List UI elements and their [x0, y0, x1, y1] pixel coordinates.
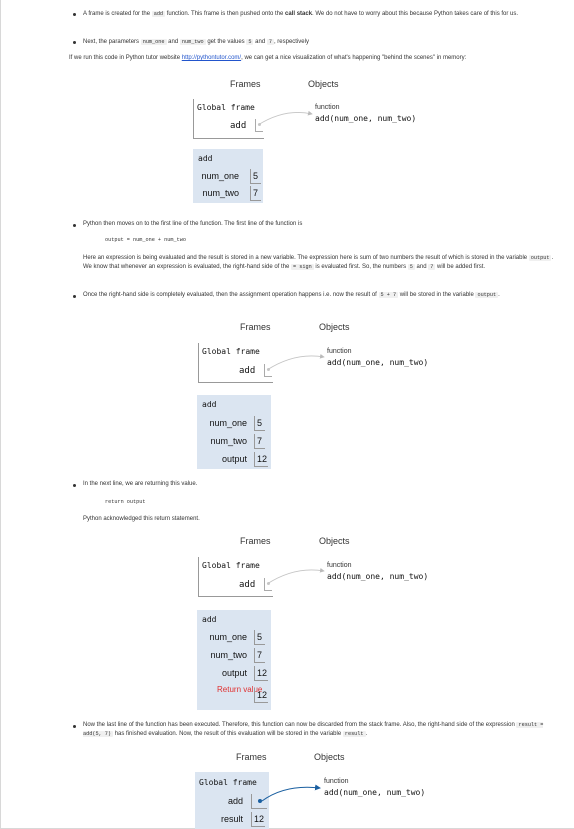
var-add-label: add [227, 796, 243, 806]
pointer-arrow [266, 567, 325, 585]
frames-heading: Frames [240, 536, 271, 546]
var-add-label: add [239, 580, 256, 590]
var-add-label: add [239, 366, 256, 376]
pointer-arrow [261, 784, 321, 802]
var-output-value: 12 [254, 452, 268, 467]
stack-frame-title: add [198, 154, 213, 163]
frames-heading: Frames [240, 322, 271, 332]
var-num-two-value: 7 [254, 648, 265, 663]
code-output-assignment: output = num_one + num_two [105, 237, 186, 243]
var-output-label: output [221, 454, 247, 464]
pointer-arrow [266, 353, 325, 371]
python-tutor-link[interactable]: http://pythontutor.com/ [181, 55, 242, 61]
add-stack-frame: add num_one 5 num_two 7 [193, 149, 263, 203]
code-return-output: return output [105, 499, 146, 505]
function-type-label: function [324, 778, 349, 785]
paragraph-returning: In the next line, we are returning this … [83, 481, 198, 487]
var-num-two-label: num_two [202, 188, 239, 198]
var-result-value: 12 [251, 812, 265, 827]
global-frame-title: Global frame [202, 347, 260, 356]
var-num-one-label: num_one [201, 171, 239, 181]
paragraph-assignment: Once the right-hand side is completely e… [83, 292, 500, 298]
var-add-value [251, 794, 267, 809]
function-signature: add(num_one, num_two) [327, 572, 429, 581]
global-frame: Global frame add result 12 [195, 772, 269, 829]
var-result-label: result [220, 814, 243, 824]
objects-heading: Objects [319, 322, 350, 332]
paragraph-parameters: Next, the parameters num_one and num_two… [83, 39, 309, 45]
bullet-dot [73, 484, 76, 487]
function-signature: add(num_one, num_two) [324, 788, 426, 797]
var-num-one-label: num_one [209, 632, 247, 642]
paragraph-acknowledged: Python acknowledged this return statemen… [83, 516, 200, 522]
global-frame-title: Global frame [202, 561, 260, 570]
var-add-label: add [230, 121, 247, 131]
objects-heading: Objects [319, 536, 350, 546]
pointer-dot [258, 799, 262, 803]
function-signature: add(num_one, num_two) [327, 358, 429, 367]
paragraph-function-discarded: Now the last line of the function has be… [83, 722, 544, 737]
return-value-value: 12 [254, 688, 268, 703]
global-frame-title: Global frame [197, 103, 255, 112]
paragraph-first-line: Python then moves on to the first line o… [83, 221, 303, 227]
paragraph-python-tutor: If we run this code in Python tutor webs… [69, 55, 467, 61]
var-output-value: 12 [254, 666, 268, 681]
var-num-two-label: num_two [210, 650, 247, 660]
paragraph-expression: Here an expression is being evaluated an… [83, 255, 554, 270]
bullet-dot [73, 41, 76, 44]
global-frame-title: Global frame [199, 778, 257, 787]
function-type-label: function [327, 348, 352, 355]
paragraph-frame-created: A frame is created for the add function.… [83, 11, 519, 17]
var-num-one-value: 5 [250, 169, 261, 184]
add-stack-frame: add num_one 5 num_two 7 output 12 Return… [197, 610, 271, 710]
function-type-label: function [327, 562, 352, 569]
var-num-one-value: 5 [254, 630, 265, 645]
var-output-label: output [221, 668, 247, 678]
add-stack-frame: add num_one 5 num_two 7 output 12 [197, 395, 271, 469]
var-num-two-value: 7 [254, 434, 265, 449]
stack-frame-title: add [202, 400, 217, 409]
var-num-two-value: 7 [250, 186, 261, 201]
function-signature: add(num_one, num_two) [315, 114, 417, 123]
pointer-arrow [257, 110, 313, 126]
objects-heading: Objects [308, 79, 339, 89]
var-num-one-value: 5 [254, 416, 265, 431]
var-num-two-label: num_two [210, 436, 247, 446]
function-type-label: function [315, 104, 340, 111]
bullet-dot [73, 725, 76, 728]
frames-heading: Frames [236, 752, 267, 762]
return-value-label: Return value [217, 685, 263, 694]
bullet-dot [73, 13, 76, 16]
frames-heading: Frames [230, 79, 261, 89]
bullet-dot [73, 295, 76, 298]
var-num-one-label: num_one [209, 418, 247, 428]
objects-heading: Objects [314, 752, 345, 762]
stack-frame-title: add [202, 615, 217, 624]
bullet-dot [73, 224, 76, 227]
